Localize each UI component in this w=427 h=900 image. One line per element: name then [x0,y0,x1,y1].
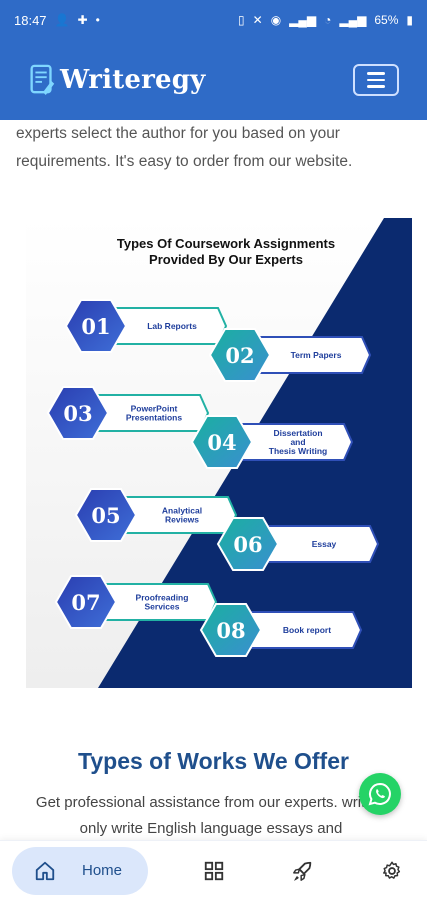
coursework-item-label: Essay [312,539,337,549]
coursework-item-hexagon [64,299,128,353]
home-icon [35,861,55,880]
intro-text: experts select the author for you based … [16,125,353,170]
mute-icon: ✕ [252,13,263,27]
status-bar: 18:47 👤 ✚ • ▯ ✕ ◉ ▂▄▆ ◔ ▂▄▆ 65% ▮ [0,0,427,40]
grid-icon [204,861,224,880]
coursework-item-number: 07 [71,590,100,615]
coursework-item-label: Book report [283,625,331,635]
dot-icon: • [95,13,100,27]
coursework-item-label: Term Papers [291,350,342,360]
logo-document-icon [30,64,55,96]
nav-grid-tab[interactable] [191,848,237,894]
account-icon: 👤 [54,13,70,27]
whatsapp-button[interactable] [359,773,401,815]
coursework-item-02: 02 Term Papers [208,328,372,382]
bottom-navigation: Home [0,840,427,900]
hamburger-icon-bar [367,85,385,88]
coursework-item-number: 05 [91,503,120,528]
coursework-item-number: 08 [216,618,245,643]
coursework-item-label: PowerPoint [131,404,178,414]
hotspot-icon: ◉ [270,13,282,27]
coursework-item-number: 04 [207,430,236,455]
battery-icon: ▮ [406,13,413,27]
menu-button[interactable] [353,64,399,96]
works-section-description: Get professional assistance from our exp… [35,794,387,837]
coursework-item-label: Presentations [126,413,182,423]
signal-2-icon: ▂▄▆ [339,13,367,27]
vibrate-icon: ▯ [238,13,245,27]
coursework-item-label: Dissertation [273,428,322,438]
coursework-item-06: 06 Essay [216,517,380,571]
coursework-item-hexagon [190,415,254,469]
status-time: 18:47 [14,12,47,28]
coursework-item-hexagon [46,386,110,440]
coursework-item-label: Thesis Writing [269,446,327,456]
brand-name: Writeregy [60,65,206,95]
coursework-item-01: 01 Lab Reports [64,299,228,353]
brand-logo[interactable]: Writeregy [28,64,206,96]
gear-icon [383,861,401,879]
coursework-item-label: Analytical [162,506,202,516]
battery-level: 65% [374,13,399,27]
site-header: Writeregy [0,40,427,120]
whatsapp-icon [368,782,391,806]
coursework-infographic: Types Of Coursework Assignments Provided… [26,218,412,688]
coursework-item-label: Lab Reports [147,321,197,331]
hamburger-icon-bar [367,78,385,82]
puzzle-icon: ✚ [77,13,88,27]
coursework-item-number: 06 [233,532,262,557]
hamburger-icon [367,72,385,75]
works-section-title: Types of Works We Offer [78,748,349,774]
coursework-item-hexagon [54,575,118,629]
nav-settings-tab[interactable] [369,848,415,894]
signal-icon: ▂▄▆ [289,13,317,27]
coursework-item-hexagon [208,328,272,382]
coursework-item-label: Reviews [165,515,199,525]
coursework-item-label: Proofreading [136,593,189,603]
coursework-item-number: 01 [81,314,110,339]
coursework-item-label: Services [145,602,180,612]
rocket-icon [293,861,312,881]
coursework-item-number: 02 [225,343,254,368]
infographic-graphic: Types Of Coursework Assignments Provided… [26,218,412,688]
coursework-item-label: and [290,437,305,447]
coursework-item-hexagon [199,603,263,657]
wifi-icon: ◔ [324,13,332,27]
nav-home-label: Home [82,862,123,879]
nav-rocket-tab[interactable] [280,848,326,894]
coursework-item-hexagon [216,517,280,571]
infographic-title-line1: Types Of Coursework Assignments [117,236,335,251]
infographic-title-line2: Provided By Our Experts [149,252,303,267]
coursework-item-hexagon [74,488,138,542]
coursework-item-08: 08 Book report [199,603,363,657]
coursework-item-number: 03 [63,401,92,426]
nav-home-tab[interactable]: Home [12,846,148,895]
